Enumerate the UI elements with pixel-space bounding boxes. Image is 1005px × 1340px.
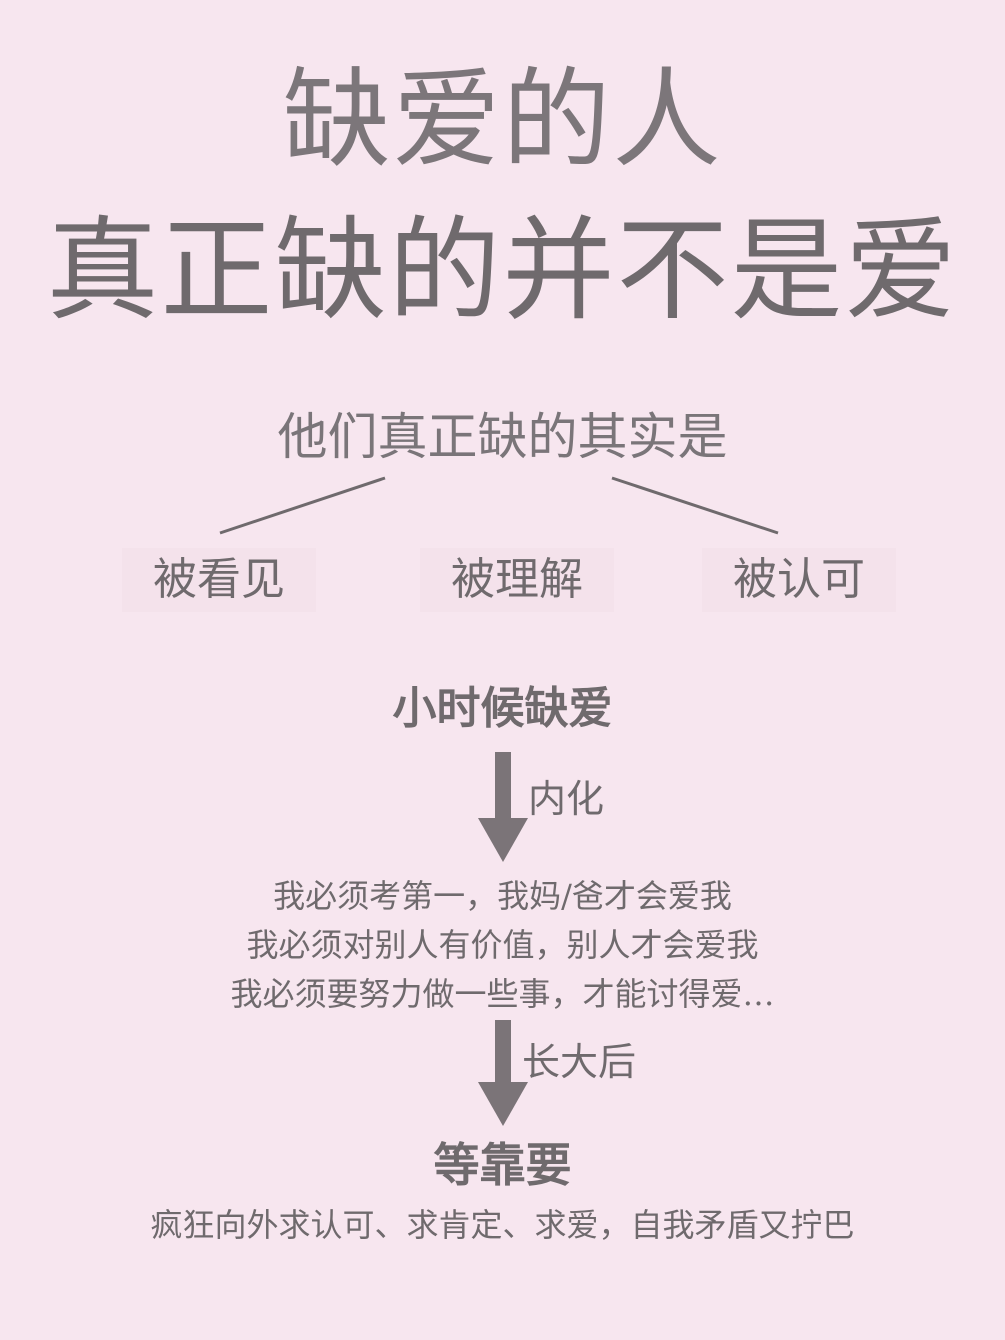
- need-recognized: 被认可: [702, 548, 896, 612]
- branch-lines: [219, 476, 779, 535]
- title-line-1: 缺爱的人: [282, 58, 723, 183]
- need-understood: 被理解: [420, 548, 614, 612]
- belief-line: 我必须要努力做一些事，才能讨得爱…: [230, 975, 775, 1013]
- belief-line: 我必须对别人有价值，别人才会爱我: [246, 926, 759, 964]
- belief-line: 我必须考第一，我妈/爸才会爱我: [273, 877, 732, 915]
- internalize-label: 内化: [528, 777, 605, 821]
- need-seen: 被看见: [122, 548, 316, 612]
- adult-heading: 等靠要: [433, 1138, 572, 1192]
- down-arrow-icon: [478, 752, 528, 862]
- beliefs-block: 我必须考第一，我妈/爸才会爱我 我必须对别人有价值，别人才会爱我 我必须要努力做…: [0, 872, 1005, 1019]
- down-arrow-icon: [478, 1020, 528, 1126]
- branch-line-right: [611, 476, 779, 535]
- adult-description: 疯狂向外求认可、求肯定、求爱，自我矛盾又拧巴: [150, 1206, 855, 1244]
- title-line-2: 真正缺的并不是爱: [46, 206, 959, 336]
- subtitle: 他们真正缺的其实是: [277, 408, 728, 466]
- branch-line-left: [219, 476, 386, 535]
- childhood-heading: 小时候缺爱: [392, 683, 613, 734]
- grown-up-label: 长大后: [522, 1040, 637, 1084]
